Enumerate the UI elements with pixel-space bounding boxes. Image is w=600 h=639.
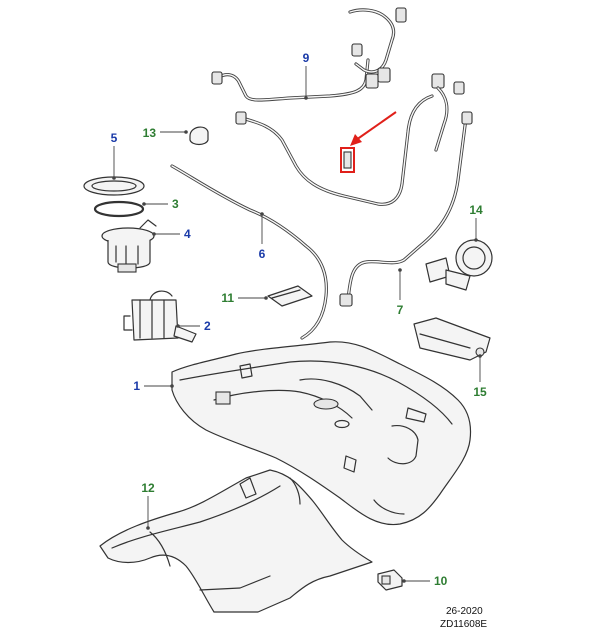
reference-stamp: 26-2020 ZD11608E	[440, 606, 487, 630]
callout-7: 7	[397, 303, 404, 317]
part-12-underbody-shield	[99, 469, 373, 613]
callout-10: 10	[434, 574, 448, 588]
callout-4: 4	[184, 227, 191, 241]
part-13-plug	[189, 126, 209, 146]
part-9-hose-assembly	[211, 7, 465, 206]
callout-14: 14	[469, 203, 483, 217]
reference-date: 26-2020	[446, 606, 483, 617]
part-10-clip	[377, 569, 403, 591]
callout-11: 11	[221, 291, 234, 305]
callout-2: 2	[204, 319, 211, 333]
callout-1: 1	[133, 379, 140, 393]
part-4-fuel-pump	[101, 219, 157, 273]
part-11-pad	[267, 285, 313, 307]
part-6-fuel-line	[170, 164, 328, 340]
reference-code: ZD11608E	[440, 619, 487, 630]
callout-9: 9	[303, 51, 310, 65]
part-7-fuel-line	[339, 111, 473, 307]
callout-12: 12	[141, 481, 155, 495]
callout-13: 13	[143, 126, 157, 140]
leader-lines	[112, 66, 482, 583]
callout-3: 3	[172, 197, 179, 211]
callout-5: 5	[111, 131, 118, 145]
callout-6: 6	[259, 247, 266, 261]
part-2-sender-unit	[123, 290, 197, 343]
part-5-seal	[83, 176, 145, 196]
part-3-o-ring	[93, 200, 145, 218]
callout-labels: 9 13 5 3 4 6 14 7 11 2 15 1 12 10	[111, 51, 487, 588]
part-14-filler-neck	[425, 239, 493, 291]
part-1-fuel-tank	[171, 341, 472, 526]
callout-15: 15	[473, 385, 487, 399]
highlighted-connector	[340, 111, 397, 173]
part-15-heat-shield	[413, 317, 491, 361]
